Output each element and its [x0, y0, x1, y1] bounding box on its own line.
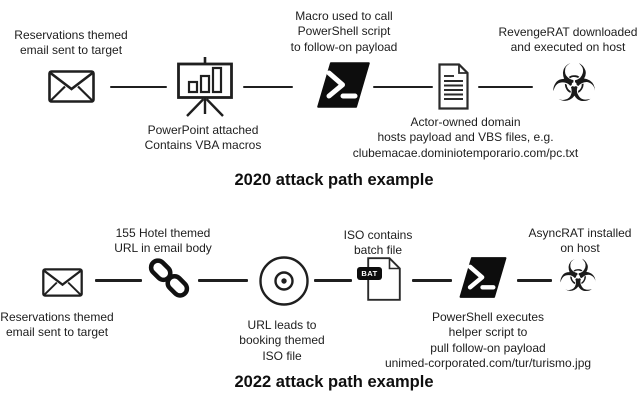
connector-line: [198, 279, 248, 282]
bat-badge: BAT: [357, 267, 382, 280]
step-label-email-2022: Reservations themed email sent to target: [0, 310, 114, 340]
step-label-rat-2020: RevengeRAT downloaded and executed on ho…: [498, 25, 638, 55]
step-label-url-2022: 155 Hotel themed URL in email body: [114, 226, 212, 256]
connector-line: [314, 279, 352, 282]
step-label-domain-2020: Actor-owned domain hosts payload and VBS…: [352, 115, 579, 160]
document-icon: [438, 63, 469, 110]
biohazard-icon: ☣: [550, 54, 598, 114]
step-label-powershell-2022: PowerShell executes helper script to pul…: [384, 310, 592, 371]
step-label-email-2020: Reservations themed email sent to target: [14, 28, 128, 58]
connector-line: [373, 85, 433, 89]
connector-line: [95, 279, 142, 282]
connector-line: [243, 85, 293, 89]
diagram-title-2020: 2020 attack path example: [234, 171, 434, 189]
step-label-macro-2020: Macro used to call PowerShell script to …: [290, 9, 398, 54]
disc-icon: [258, 255, 310, 307]
file-page: [367, 257, 401, 306]
connector-line: [517, 279, 552, 282]
connector-line: [478, 85, 533, 89]
step-label-rat-2022: AsyncRAT installed on host: [528, 226, 632, 256]
diagram-title-2022: 2022 attack path example: [234, 373, 434, 391]
presentation-chart-icon: [175, 56, 235, 118]
step-label-powerpoint-2020: PowerPoint attached Contains VBA macros: [144, 123, 262, 153]
bat-file-icon: BAT: [357, 257, 401, 301]
powershell-icon: [317, 62, 370, 108]
powershell-icon: [459, 257, 507, 298]
email-envelope-icon: [42, 267, 83, 298]
email-envelope-icon: [48, 70, 95, 103]
connector-line: [110, 85, 167, 89]
step-label-batch-2022: ISO contains batch file: [343, 228, 413, 258]
step-label-iso-2022: URL leads to booking themed ISO file: [239, 318, 325, 363]
chain-link-icon: [147, 258, 191, 301]
biohazard-icon: ☣: [558, 251, 598, 302]
connector-line: [412, 279, 452, 282]
